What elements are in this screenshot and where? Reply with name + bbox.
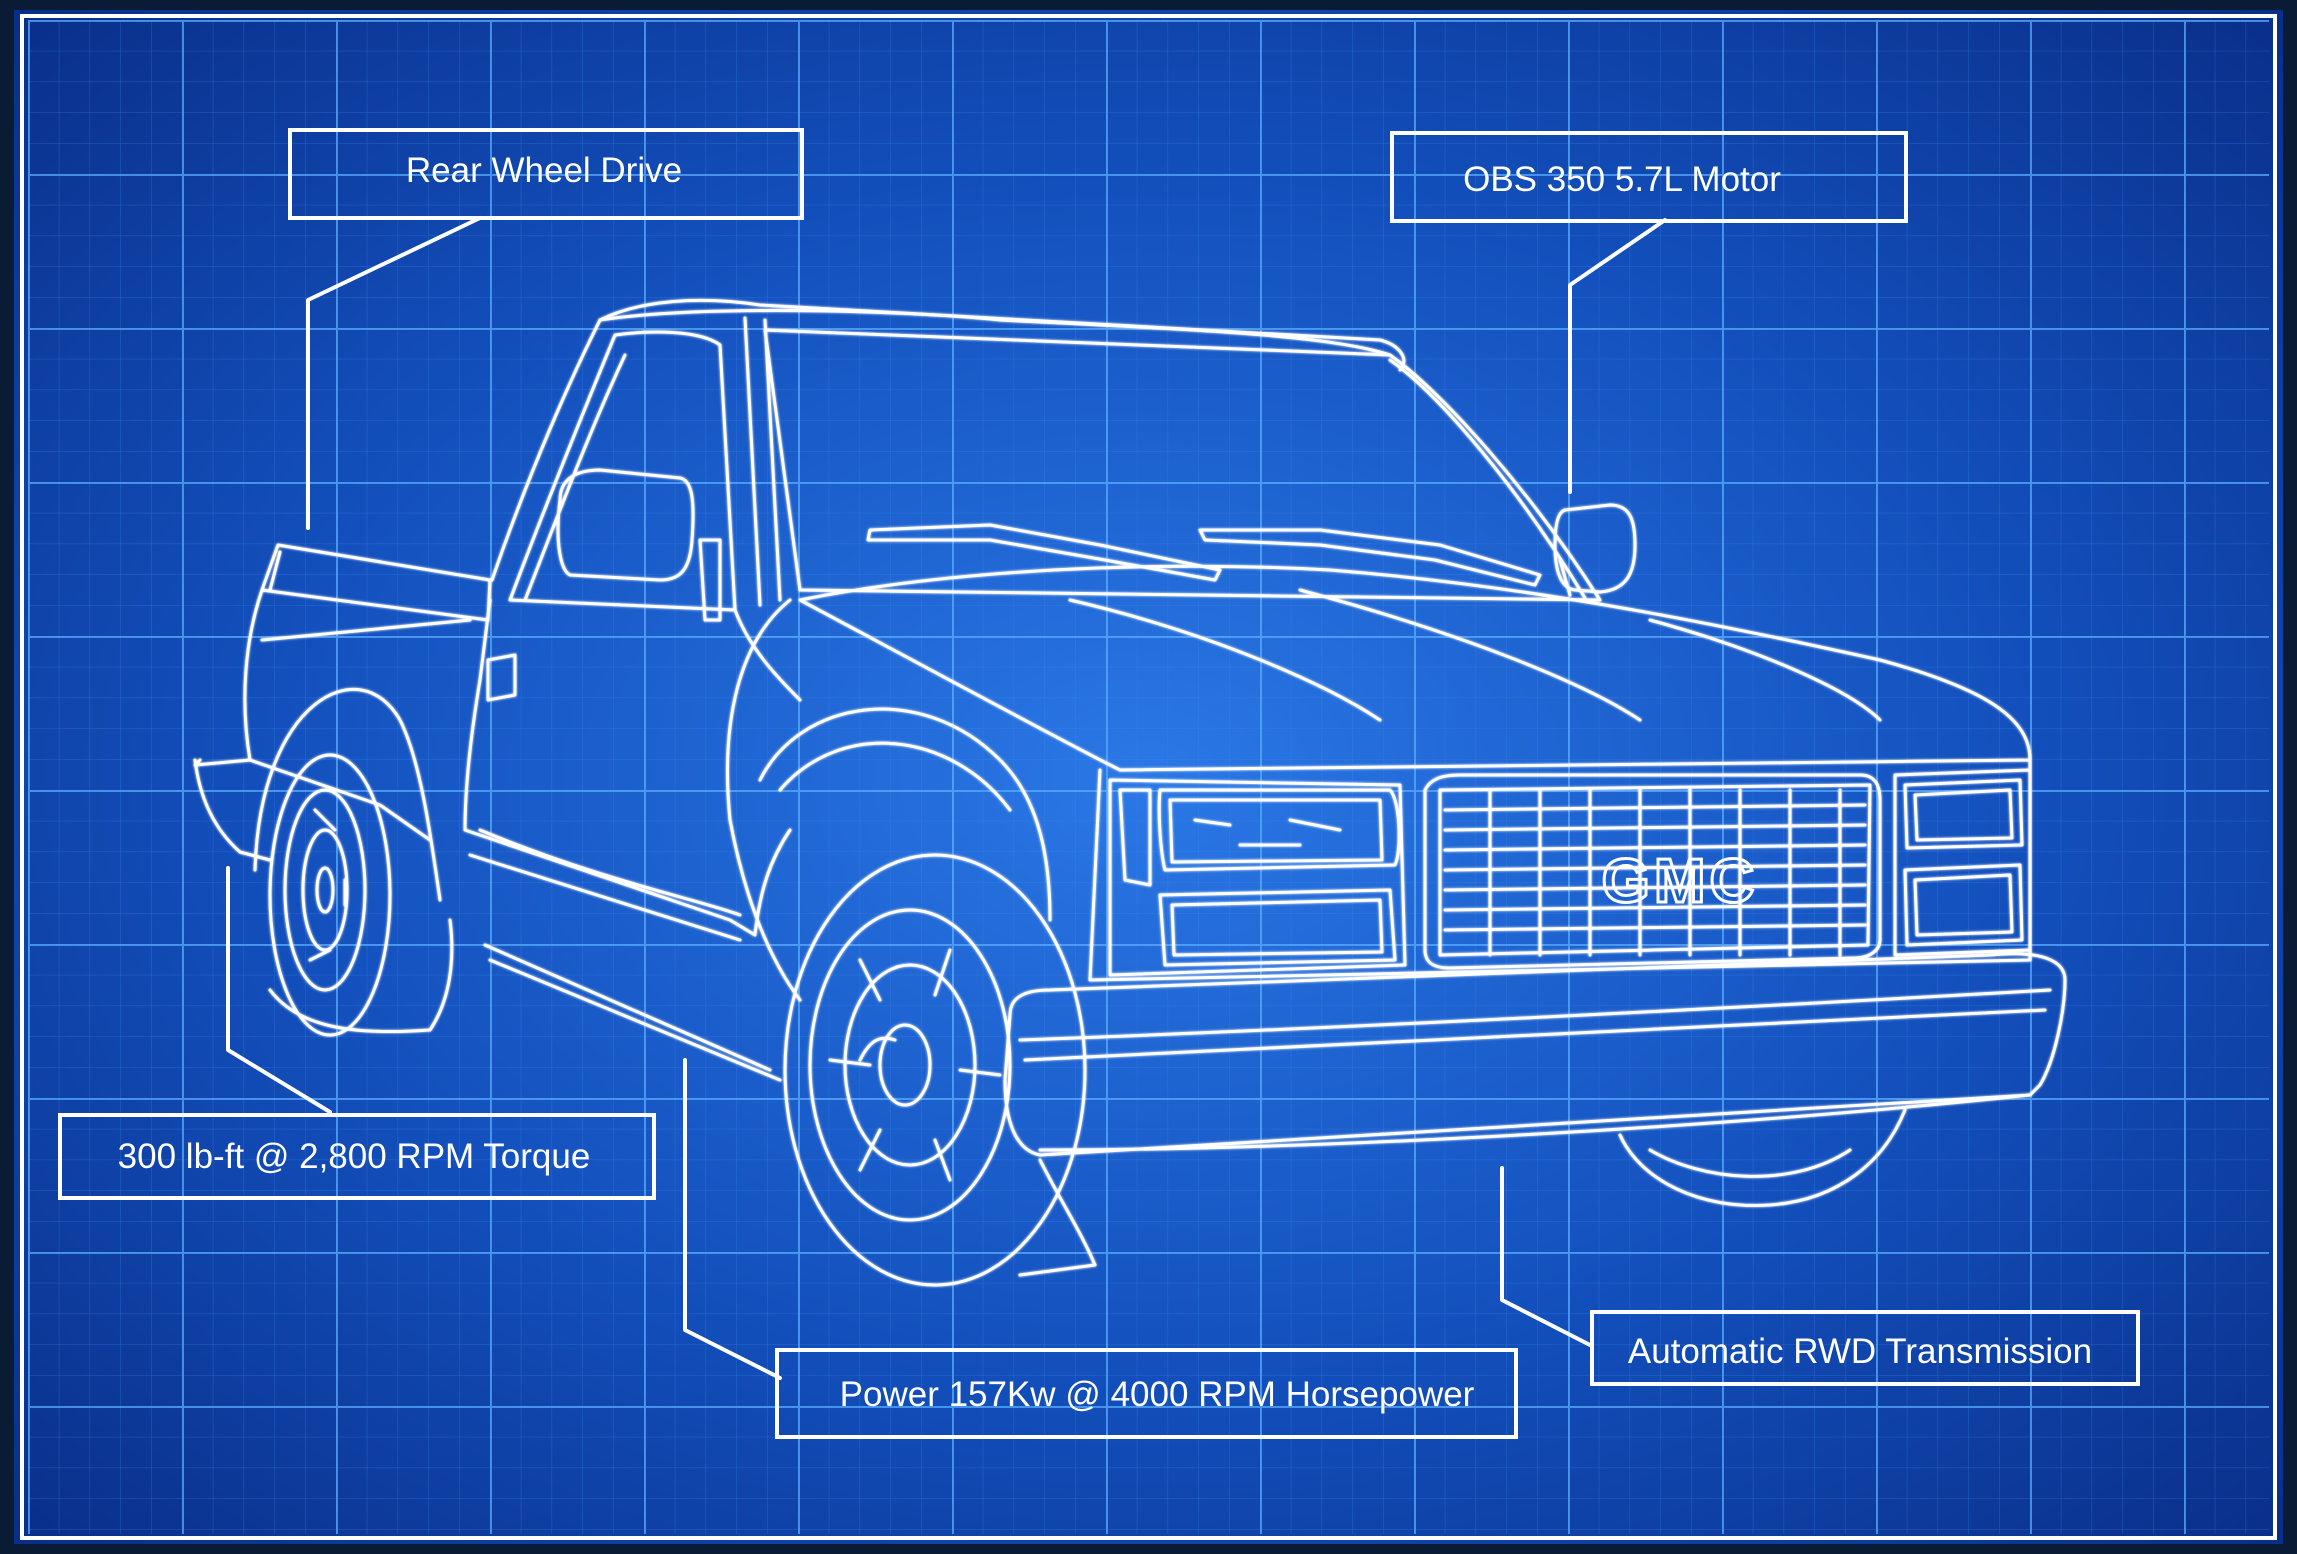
headlamp-left-upper	[1157, 788, 1401, 872]
callout-torque-label: 300 lb-ft @ 2,800 RPM Torque	[118, 1137, 591, 1176]
callout-horsepower-label: Power 157Kw @ 4000 RPM Horsepower	[840, 1375, 1475, 1414]
callout-rear-wheel-drive-label: Rear Wheel Drive	[406, 151, 682, 190]
major-grid	[28, 20, 2269, 1534]
rear-tire	[268, 753, 392, 1037]
door-handle	[486, 653, 517, 702]
headlamp-bezel-right	[1893, 768, 2032, 957]
side-mirror-left	[556, 468, 695, 582]
wiper-left	[866, 523, 1222, 582]
blueprint-border	[20, 14, 2277, 1540]
front-rim	[808, 908, 1012, 1222]
wiper-right	[1198, 528, 1542, 587]
callout-torque: 300 lb-ft @ 2,800 RPM Torque	[58, 1113, 656, 1200]
callout-horsepower: Power 157Kw @ 4000 RPM Horsepower	[775, 1348, 1518, 1439]
hood	[798, 564, 2032, 772]
callout-transmission-label: Automatic RWD Transmission	[1628, 1332, 2092, 1371]
leader-horsepower	[683, 1058, 782, 1380]
headlamp-right-lower	[1903, 863, 2024, 947]
front-fender	[726, 598, 802, 1002]
callout-motor: OBS 350 5.7L Motor	[1390, 131, 1908, 223]
leader-motor	[1568, 218, 1667, 494]
side-mirror-right	[1553, 503, 1637, 594]
windshield	[763, 328, 1602, 602]
truck-line-art	[193, 298, 2067, 1287]
rear-rim	[283, 788, 367, 992]
front-bumper	[1003, 952, 2067, 1157]
headlamp-right-upper	[1903, 778, 2024, 850]
cab-roof	[490, 298, 1406, 582]
callout-transmission: Automatic RWD Transmission	[1590, 1310, 2140, 1386]
grille-badge: GMC	[1602, 847, 1759, 916]
callout-rear-wheel-drive: Rear Wheel Drive	[288, 128, 804, 220]
rear-wheel-arch	[253, 687, 442, 902]
callout-leaders	[226, 216, 1667, 1380]
callout-motor-label: OBS 350 5.7L Motor	[1463, 160, 1781, 199]
front-tire	[783, 853, 1087, 1287]
headlamp-left-lower	[1158, 888, 1397, 967]
leader-torque	[226, 866, 332, 1114]
door-window	[508, 330, 737, 612]
grille-frame	[1423, 773, 1882, 970]
front-right-tire	[1618, 1108, 1907, 1208]
door-outline	[463, 598, 792, 937]
leader-rear-wheel-drive	[306, 216, 482, 530]
headlamp-bezel-left	[1108, 778, 1407, 977]
leader-transmission	[1500, 1166, 1592, 1347]
